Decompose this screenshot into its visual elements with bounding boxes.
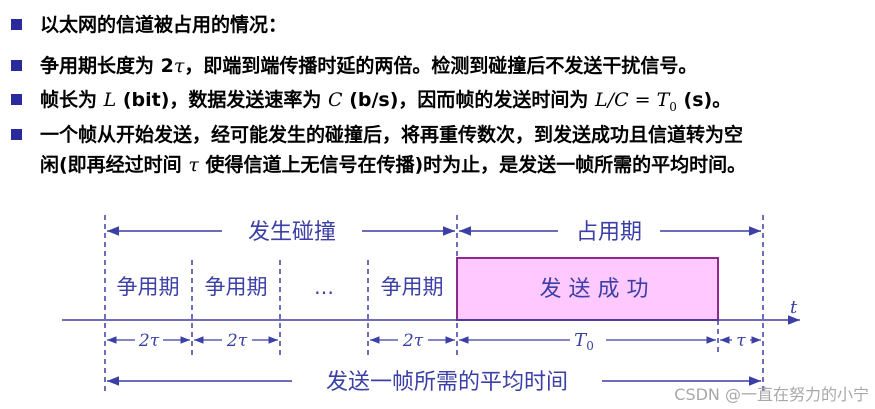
contention-label-3: 争用期	[381, 275, 444, 299]
bullet-2: 争用期长度为 2τ，即端到端传播时延的两倍。检测到碰撞后不发送干扰信号。	[40, 55, 698, 77]
t0-label: T0	[574, 330, 594, 353]
bullet-4-line-2: 闲(即再经过时间 τ 使得信道上无信号在传播)时为止，是发送一帧所需的平均时间。	[40, 154, 747, 176]
contention-label-2: 争用期	[205, 275, 268, 299]
two-tau-label-3: 2τ	[402, 331, 424, 351]
bullet-square-icon	[11, 94, 22, 105]
axis-label: t	[790, 297, 798, 318]
bullet-3: 帧长为 L (bit)，数据发送速率为 C (b/s)，因而帧的发送时间为 L/…	[40, 89, 732, 114]
avg-time-label: 发送一帧所需的平均时间	[326, 370, 568, 395]
success-box	[456, 257, 719, 321]
ellipsis: …	[314, 275, 334, 299]
two-tau-label-2: 2τ	[226, 331, 248, 351]
watermark: CSDN @一直在努力的小宁	[674, 385, 869, 404]
bullet-4-line-1: 一个帧从开始发送，经可能发生的碰撞后，将再重传数次，到发送成功且信道转为空	[40, 124, 744, 146]
collision-label: 发生碰撞	[248, 220, 336, 245]
two-tau-label-1: 2τ	[138, 331, 160, 351]
bullet-1: 以太网的信道被占用的情况：	[40, 14, 288, 36]
success-label: 发 送 成 功	[540, 277, 649, 302]
contention-label-1: 争用期	[117, 275, 180, 299]
bullet-square-icon	[11, 129, 22, 140]
tau-label: τ	[736, 331, 746, 351]
boundary-lines	[104, 215, 764, 395]
bullet-square-icon	[11, 60, 22, 71]
bullet-square-icon	[11, 19, 22, 30]
occupied-label: 占用期	[576, 220, 642, 245]
